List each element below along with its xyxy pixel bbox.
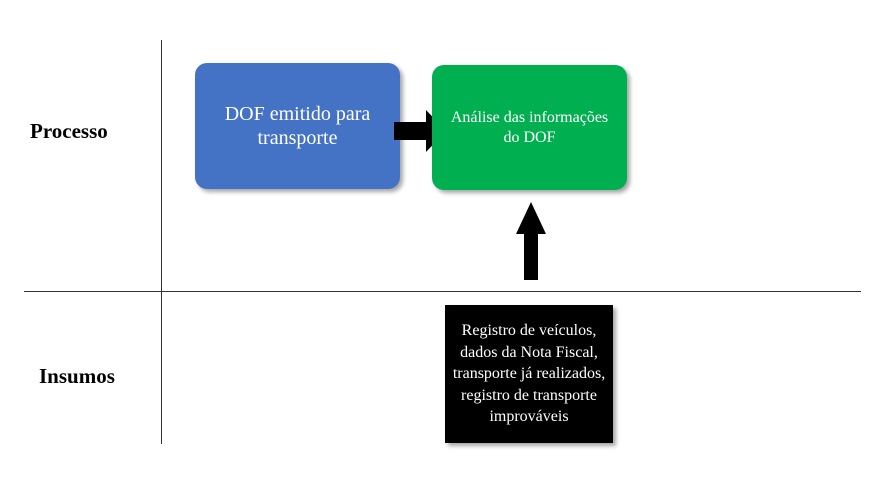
analise-text: Análise das informações do DOF [450,108,609,146]
row-label-processo: Processo [30,119,108,143]
analise-box: Análise das informações do DOF [432,65,627,190]
arrow-up-shape [516,202,546,280]
row-label-insumos: Insumos [39,364,115,388]
insumos-box: Registro de veículos, dados da Nota Fisc… [445,305,613,443]
dof-emitido-text: DOF emitido para transporte [224,103,371,149]
arrow-up-icon [516,202,546,280]
dof-emitido-box: DOF emitido para transporte [195,63,400,189]
insumos-text: Registro de veículos, dados da Nota Fisc… [452,322,606,426]
vertical-divider [161,40,162,444]
horizontal-divider [24,291,861,292]
